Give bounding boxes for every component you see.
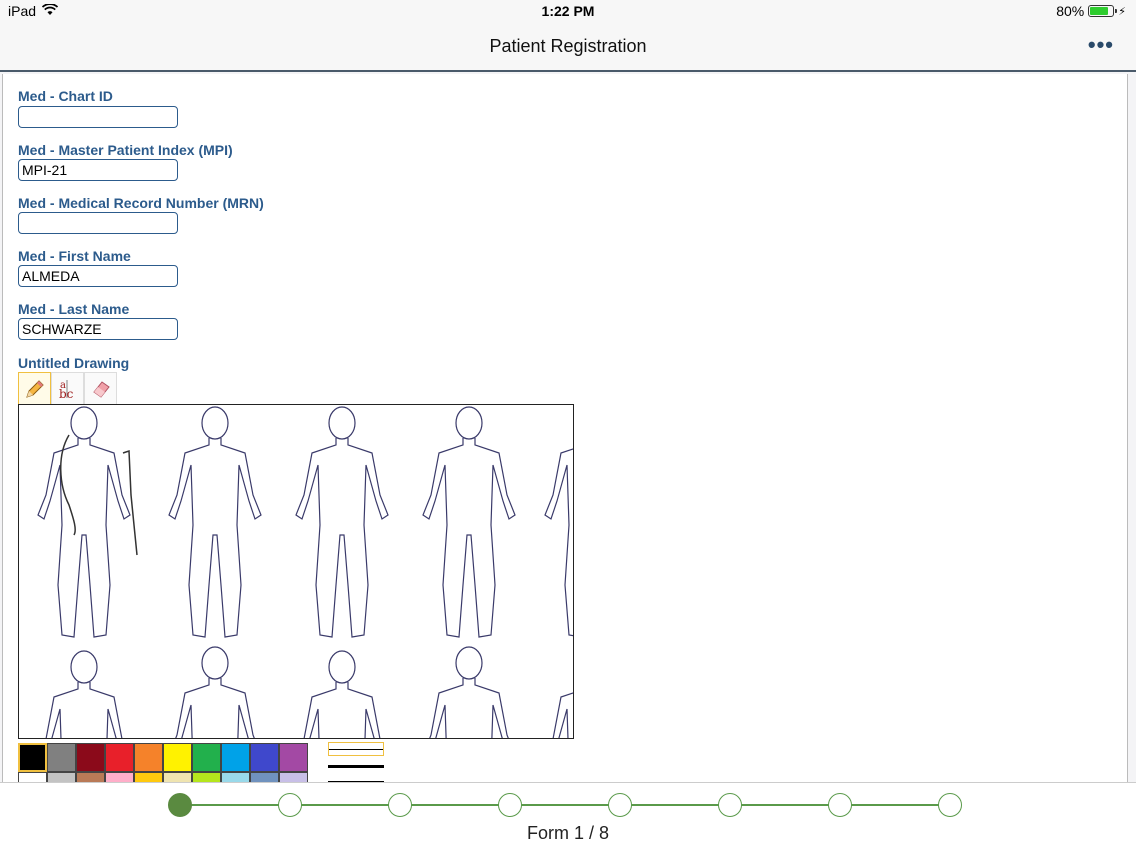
last-name-input[interactable]: SCHWARZE xyxy=(18,318,178,340)
wifi-icon xyxy=(41,3,59,19)
color-swatch[interactable] xyxy=(134,743,163,772)
charging-icon: ⚡ xyxy=(1118,5,1126,18)
chart-id-input[interactable] xyxy=(18,106,178,128)
color-swatch[interactable] xyxy=(105,743,134,772)
line-width-thick[interactable] xyxy=(328,776,384,782)
device-name: iPad xyxy=(8,3,37,19)
mpi-label: Med - Master Patient Index (MPI) xyxy=(18,142,233,158)
line-width-thin[interactable] xyxy=(328,742,384,756)
first-name-label: Med - First Name xyxy=(18,248,131,264)
status-time: 1:22 PM xyxy=(541,3,595,19)
progress-step[interactable] xyxy=(608,793,632,817)
form-counter: Form 1 / 8 xyxy=(526,823,610,843)
progress-step[interactable] xyxy=(828,793,852,817)
pencil-icon[interactable] xyxy=(18,372,51,405)
progress-step[interactable] xyxy=(718,793,742,817)
color-swatch[interactable] xyxy=(163,743,192,772)
color-swatch[interactable] xyxy=(47,743,76,772)
form-content[interactable]: Med - Chart ID Med - Master Patient Inde… xyxy=(2,74,1128,782)
battery-icon xyxy=(1088,5,1118,17)
progress-track xyxy=(180,804,948,806)
progress-step[interactable] xyxy=(498,793,522,817)
color-swatch[interactable] xyxy=(192,772,221,782)
last-name-label: Med - Last Name xyxy=(18,301,130,317)
color-swatch[interactable] xyxy=(47,772,76,782)
color-palette xyxy=(18,743,308,782)
color-swatch[interactable] xyxy=(221,772,250,782)
form-progress-footer: Form 1 / 8 xyxy=(0,782,1136,852)
more-options-icon[interactable]: ••• xyxy=(1087,32,1114,57)
color-swatch[interactable] xyxy=(250,772,279,782)
color-swatch[interactable] xyxy=(134,772,163,782)
mpi-input[interactable]: MPI-21 xyxy=(18,159,178,181)
color-swatch[interactable] xyxy=(163,772,192,782)
svg-text:a: a xyxy=(60,380,66,391)
color-swatch[interactable] xyxy=(18,772,47,782)
color-swatch[interactable] xyxy=(18,743,47,772)
drawing-canvas[interactable] xyxy=(18,404,574,739)
color-swatch[interactable] xyxy=(105,772,134,782)
navigation-bar: Patient Registration ••• xyxy=(0,24,1136,72)
color-swatch[interactable] xyxy=(76,743,105,772)
svg-text:bc: bc xyxy=(59,387,74,400)
line-width-medium[interactable] xyxy=(328,759,384,773)
status-bar: iPad 1:22 PM 80% ⚡ xyxy=(0,0,1136,24)
drawing-label: Untitled Drawing xyxy=(18,355,130,371)
first-name-input[interactable]: ALMEDA xyxy=(18,265,178,287)
color-swatch[interactable] xyxy=(76,772,105,782)
color-swatch[interactable] xyxy=(221,743,250,772)
progress-step[interactable] xyxy=(388,793,412,817)
battery-percent: 80% xyxy=(1056,3,1085,19)
mrn-input[interactable] xyxy=(18,212,178,234)
line-width-selector xyxy=(328,742,384,782)
progress-step[interactable] xyxy=(168,793,192,817)
progress-step[interactable] xyxy=(938,793,962,817)
chart-id-label: Med - Chart ID xyxy=(18,88,113,104)
color-swatch[interactable] xyxy=(279,743,308,772)
color-swatch[interactable] xyxy=(250,743,279,772)
page-title: Patient Registration xyxy=(489,36,647,56)
color-swatch[interactable] xyxy=(279,772,308,782)
mrn-label: Med - Medical Record Number (MRN) xyxy=(18,195,264,211)
color-swatch[interactable] xyxy=(192,743,221,772)
progress-step[interactable] xyxy=(278,793,302,817)
body-diagram-image xyxy=(37,406,573,738)
eraser-icon[interactable] xyxy=(84,372,117,405)
